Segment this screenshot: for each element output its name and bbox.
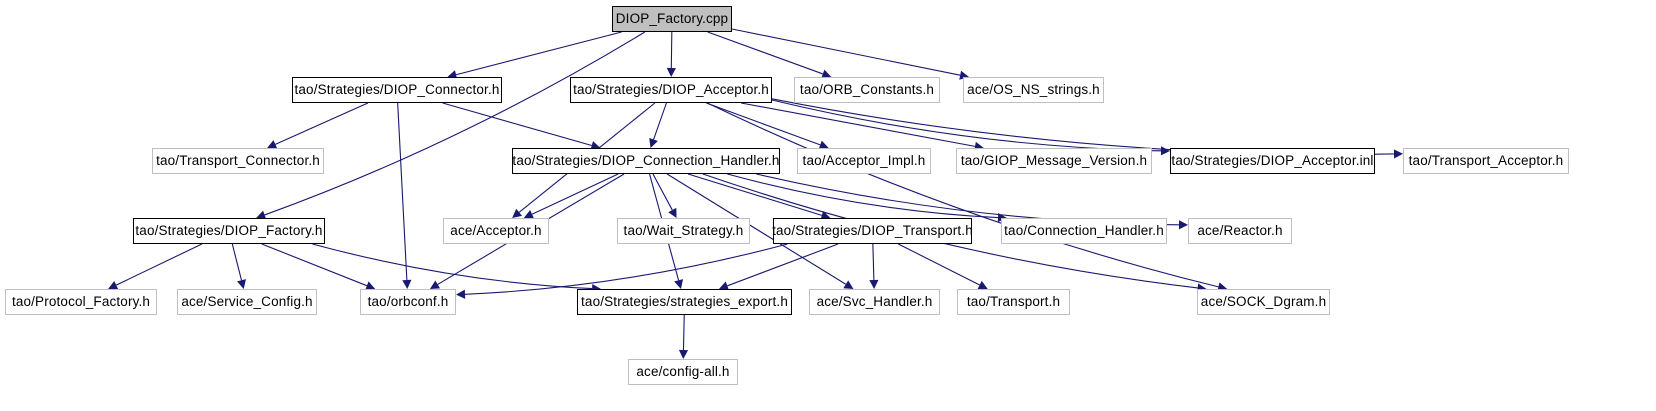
graph-edge bbox=[464, 243, 788, 295]
graph-node-config_all_h[interactable]: ace/config-all.h bbox=[628, 359, 738, 385]
graph-node-os_ns_strings_h[interactable]: ace/OS_NS_strings.h bbox=[963, 77, 1104, 103]
graph-edge bbox=[707, 102, 1219, 288]
graph-node-label: tao/Strategies/DIOP_Acceptor.h bbox=[573, 82, 769, 98]
graph-edge bbox=[231, 243, 243, 281]
graph-edge bbox=[670, 31, 673, 69]
graph-edge-arrowhead bbox=[108, 280, 119, 290]
graph-node-label: tao/ORB_Constants.h bbox=[799, 82, 935, 98]
graph-edge bbox=[731, 28, 961, 76]
graph-node-label: tao/Strategies/DIOP_Acceptor.inl bbox=[1171, 153, 1374, 169]
graph-node-label: tao/Wait_Strategy.h bbox=[623, 223, 744, 239]
graph-edge bbox=[727, 243, 839, 287]
graph-node-diop_acceptor_inl[interactable]: tao/Strategies/DIOP_Acceptor.inl bbox=[1170, 148, 1375, 174]
graph-node-giop_message_version_h[interactable]: tao/GIOP_Message_Version.h bbox=[956, 148, 1152, 174]
graph-edge bbox=[771, 99, 1162, 152]
graph-node-label: ace/Acceptor.h bbox=[450, 223, 542, 239]
graph-node-label: tao/Transport_Acceptor.h bbox=[1408, 153, 1564, 169]
graph-node-label: tao/Strategies/DIOP_Connection_Handler.h bbox=[512, 153, 780, 169]
graph-edge bbox=[771, 98, 1395, 156]
graph-edge bbox=[706, 102, 821, 146]
graph-edge bbox=[682, 314, 685, 351]
graph-edge-arrowhead bbox=[977, 280, 988, 290]
graph-node-diop_factory_h[interactable]: tao/Strategies/DIOP_Factory.h bbox=[133, 218, 325, 244]
graph-edge-arrowhead bbox=[429, 280, 441, 289]
graph-node-label: tao/Strategies/strategies_export.h bbox=[581, 294, 788, 310]
graph-edge-arrowhead bbox=[1178, 220, 1188, 230]
graph-node-label: ace/config-all.h bbox=[636, 364, 730, 380]
graph-edge bbox=[707, 31, 824, 75]
graph-node-svc_handler_h[interactable]: ace/Svc_Handler.h bbox=[809, 289, 940, 315]
graph-node-label: tao/GIOP_Message_Version.h bbox=[960, 153, 1148, 169]
graph-node-transport_acceptor_h[interactable]: tao/Transport_Acceptor.h bbox=[1403, 148, 1569, 174]
graph-node-label: ace/Service_Config.h bbox=[181, 294, 313, 310]
graph-node-orb_constants_h[interactable]: tao/ORB_Constants.h bbox=[794, 77, 940, 103]
graph-edge bbox=[687, 173, 822, 216]
graph-edge-arrowhead bbox=[869, 279, 879, 289]
graph-edge-arrowhead bbox=[456, 289, 466, 299]
graph-node-label: tao/Protocol_Factory.h bbox=[11, 294, 151, 310]
graph-edge bbox=[898, 243, 980, 286]
graph-node-label: ace/SOCK_Dgram.h bbox=[1200, 294, 1327, 310]
graph-node-service_config_h[interactable]: ace/Service_Config.h bbox=[177, 289, 317, 315]
graph-node-label: ace/Svc_Handler.h bbox=[816, 294, 933, 310]
graph-edge-arrowhead bbox=[678, 349, 689, 359]
graph-node-label: ace/OS_NS_strings.h bbox=[967, 82, 1100, 98]
graph-node-diop_connector_h[interactable]: tao/Strategies/DIOP_Connector.h bbox=[292, 77, 502, 103]
graph-edge bbox=[312, 243, 593, 290]
graph-node-diop_conn_handler_h[interactable]: tao/Strategies/DIOP_Connection_Handler.h bbox=[512, 148, 780, 174]
graph-edge bbox=[727, 173, 999, 219]
graph-edge bbox=[653, 102, 667, 140]
graph-node-label: tao/Strategies/DIOP_Connector.h bbox=[294, 82, 500, 98]
graph-edge bbox=[652, 173, 673, 211]
graph-edge bbox=[531, 173, 619, 215]
graph-edge-arrowhead bbox=[237, 279, 246, 289]
graph-node-strategies_export_h[interactable]: tao/Strategies/strategies_export.h bbox=[577, 289, 792, 315]
graph-node-label: tao/Acceptor_Impl.h bbox=[802, 153, 926, 169]
graph-node-acceptor_impl_h[interactable]: tao/Acceptor_Impl.h bbox=[797, 148, 931, 174]
graph-edge bbox=[455, 31, 622, 76]
graph-node-label: ace/Reactor.h bbox=[1197, 223, 1283, 239]
graph-node-diop_factory_cpp[interactable]: DIOP_Factory.cpp bbox=[612, 6, 732, 32]
graph-node-ace_reactor_h[interactable]: ace/Reactor.h bbox=[1188, 218, 1292, 244]
graph-node-protocol_factory_h[interactable]: tao/Protocol_Factory.h bbox=[5, 289, 157, 315]
graph-edge bbox=[872, 243, 875, 281]
graph-node-diop_acceptor_h[interactable]: tao/Strategies/DIOP_Acceptor.h bbox=[570, 77, 772, 103]
graph-edge-arrowhead bbox=[674, 279, 684, 289]
graph-node-label: tao/Transport_Connector.h bbox=[156, 153, 320, 169]
graph-node-wait_strategy_h[interactable]: tao/Wait_Strategy.h bbox=[617, 218, 750, 244]
graph-edge bbox=[264, 31, 646, 216]
graph-edge bbox=[275, 102, 369, 145]
graph-node-connection_handler_h[interactable]: tao/Connection_Handler.h bbox=[1001, 218, 1167, 244]
graph-node-label: tao/Strategies/DIOP_Factory.h bbox=[135, 223, 323, 239]
graph-node-ace_acceptor_h[interactable]: ace/Acceptor.h bbox=[443, 218, 549, 244]
graph-edge-arrowhead bbox=[402, 279, 412, 289]
graph-node-diop_transport_h[interactable]: tao/Strategies/DIOP_Transport.h bbox=[772, 218, 973, 244]
graph-node-orbconf_h[interactable]: tao/orbconf.h bbox=[360, 289, 456, 315]
graph-node-label: tao/Connection_Handler.h bbox=[1004, 223, 1164, 239]
graph-node-sock_dgram_h[interactable]: ace/SOCK_Dgram.h bbox=[1197, 289, 1330, 315]
graph-edge-arrowhead bbox=[666, 67, 676, 77]
graph-node-label: tao/Strategies/DIOP_Transport.h bbox=[772, 223, 973, 239]
graph-edge bbox=[741, 102, 976, 147]
graph-node-label: tao/Transport.h bbox=[966, 294, 1061, 310]
graph-edge bbox=[397, 102, 408, 281]
graph-edge-arrowhead bbox=[843, 280, 854, 289]
graph-node-transport_h[interactable]: tao/Transport.h bbox=[957, 289, 1070, 315]
graph-node-label: tao/orbconf.h bbox=[367, 294, 449, 310]
graph-node-transport_connector_h[interactable]: tao/Transport_Connector.h bbox=[152, 148, 324, 174]
graph-node-label: DIOP_Factory.cpp bbox=[615, 11, 729, 27]
graph-edge-arrowhead bbox=[668, 207, 677, 218]
graph-edge-arrowhead bbox=[512, 208, 523, 218]
graph-edge-arrowhead bbox=[649, 137, 658, 148]
graph-edge bbox=[115, 243, 203, 286]
graph-edge bbox=[261, 243, 368, 287]
graph-edge bbox=[442, 102, 592, 147]
